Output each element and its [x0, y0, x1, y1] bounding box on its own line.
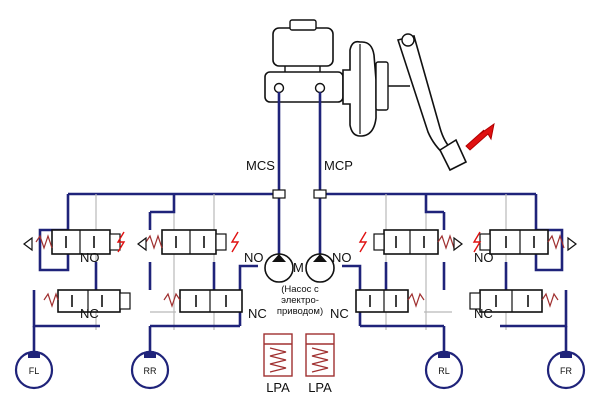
label-no-left-center: NO	[244, 250, 264, 265]
label-pump-note-1: (Насос с	[281, 284, 319, 295]
label-pump-note-3: приводом)	[277, 306, 323, 317]
junction-marker-right	[313, 189, 327, 199]
left-circuit-lines	[32, 194, 258, 352]
right-circuit-lines	[342, 194, 568, 352]
nc-valve-rl	[355, 289, 425, 313]
label-pump-note-2: электро-	[281, 295, 319, 306]
nc-valve-rr	[163, 289, 243, 313]
wheel-label-fr: FR	[560, 366, 572, 376]
label-lpa-right: LPA	[308, 380, 332, 395]
lpa-right	[305, 333, 335, 377]
label-lpa-left: LPA	[266, 380, 290, 395]
wheel-label-rl: RL	[438, 366, 450, 376]
label-motor: M	[293, 260, 304, 275]
label-nc-rr: NC	[248, 306, 267, 321]
label-mcs: MCS	[246, 158, 275, 173]
label-no-fl: NO	[80, 250, 100, 265]
wheel-fr: FR	[546, 350, 586, 390]
wheel-label-fl: FL	[29, 366, 40, 376]
no-valve-fr	[472, 229, 577, 255]
wheel-fl: FL	[14, 350, 54, 390]
label-no-fr: NO	[474, 250, 494, 265]
pump-left	[264, 253, 294, 283]
wheel-label-rr: RR	[144, 366, 157, 376]
no-valve-fl	[23, 229, 126, 255]
brake-pedal	[396, 33, 468, 172]
brake-booster	[342, 40, 410, 137]
master-cylinder	[264, 19, 344, 103]
label-no-right-center: NO	[332, 250, 352, 265]
nc-valve-fl	[43, 289, 131, 313]
label-mcp: MCP	[324, 158, 353, 173]
primary-lines	[68, 92, 536, 258]
label-nc-fl: NC	[80, 306, 99, 321]
wheel-rl: RL	[424, 350, 464, 390]
nc-valve-fr	[469, 289, 559, 313]
label-nc-rl: NC	[330, 306, 349, 321]
junction-marker-left	[272, 189, 286, 199]
pump-right	[305, 253, 335, 283]
pedal-force-arrow	[465, 122, 495, 151]
no-valve-rl	[358, 229, 463, 255]
no-valve-rr	[137, 229, 240, 255]
label-nc-fr: NC	[474, 306, 493, 321]
wheel-rr: RR	[130, 350, 170, 390]
lpa-left	[263, 333, 293, 377]
